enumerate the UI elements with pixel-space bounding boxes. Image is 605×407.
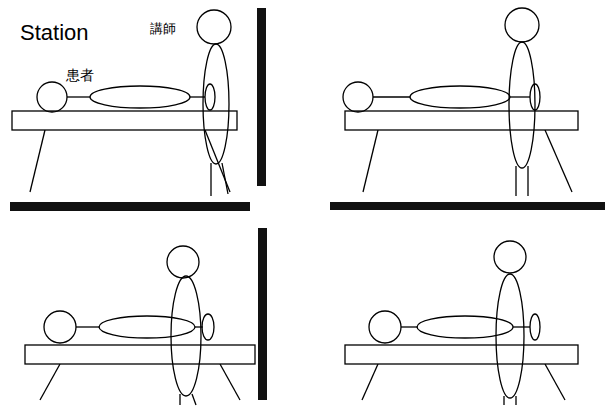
role-label: 講師 [150, 22, 176, 35]
scene-panel [345, 241, 578, 405]
scene-panel [25, 246, 255, 405]
divider-bar [257, 8, 266, 186]
divider-bar [330, 202, 605, 210]
station-title: Station [20, 22, 89, 44]
scene-panel [12, 10, 237, 196]
role-label: 患者 [66, 68, 94, 82]
divider-bar [258, 228, 267, 400]
scene-panel [343, 8, 578, 196]
divider-bar [10, 202, 250, 211]
